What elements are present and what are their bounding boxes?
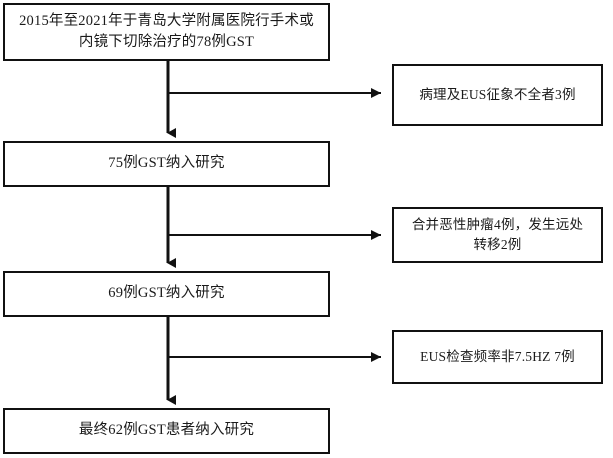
box-final-62: 最终62例GST患者纳入研究: [3, 408, 330, 454]
box-included-75-label: 75例GST纳入研究: [108, 155, 225, 172]
box-exclusion-pathology-label: 病理及EUS征象不全者3例: [419, 87, 576, 103]
box-exclusion-frequency: EUS检查频率非7.5HZ 7例: [392, 330, 603, 384]
box-final-62-label: 最终62例GST患者纳入研究: [78, 422, 255, 439]
box-included-69-label: 69例GST纳入研究: [108, 285, 225, 302]
box-enrolled-initial: 2015年至2021年于青岛大学附属医院行手术或 内镜下切除治疗的78例GST: [3, 3, 330, 61]
box-exclusion-pathology: 病理及EUS征象不全者3例: [392, 64, 603, 126]
box-exclusion-frequency-label: EUS检查频率非7.5HZ 7例: [420, 349, 575, 365]
box-exclusion-malignancy-label: 合并恶性肿瘤4例，发生远处 转移2例: [411, 217, 584, 252]
box-included-69: 69例GST纳入研究: [3, 271, 330, 317]
box-exclusion-malignancy: 合并恶性肿瘤4例，发生远处 转移2例: [392, 207, 603, 263]
box-included-75: 75例GST纳入研究: [3, 141, 330, 187]
box-enrolled-initial-label: 2015年至2021年于青岛大学附属医院行手术或 内镜下切除治疗的78例GST: [19, 12, 314, 50]
